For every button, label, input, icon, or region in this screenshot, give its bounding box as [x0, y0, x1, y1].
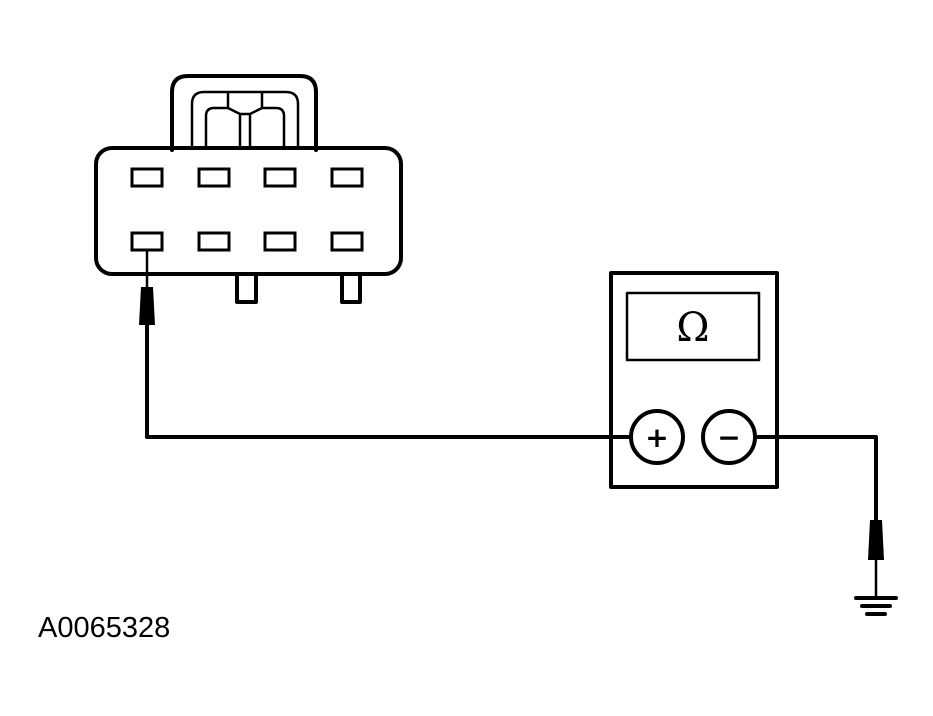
connector-pin [330, 231, 364, 252]
connector-pin [330, 167, 364, 188]
positive-terminal [629, 409, 685, 465]
connector-foot-right [340, 272, 362, 304]
multimeter-display [625, 291, 761, 362]
connector-foot-left [235, 272, 258, 304]
positive-lead-wire [145, 323, 632, 439]
connector-pin [263, 231, 297, 252]
connector-pin [130, 167, 164, 188]
connector-lock-tab [170, 74, 318, 152]
display-symbol: Ω [676, 305, 709, 351]
figure-id-label: A0065328 [38, 612, 171, 644]
connector-icon [94, 74, 403, 304]
connector-pin [263, 167, 297, 188]
connector-pin [197, 231, 231, 252]
connector-pin-probed [130, 231, 164, 252]
multimeter-body [609, 271, 779, 489]
connector-lock-center [226, 92, 264, 150]
connector-body [94, 146, 403, 276]
connector-lock-latch [190, 90, 300, 150]
connector-pin [197, 167, 231, 188]
multimeter-icon: Ω + − [609, 271, 779, 489]
negative-terminal-label: − [717, 421, 740, 454]
negative-lead-wire [753, 435, 878, 524]
negative-probe-icon [868, 520, 884, 598]
ground-symbol-icon [854, 596, 898, 616]
positive-terminal-label: + [645, 421, 668, 454]
positive-probe-icon [139, 250, 155, 325]
